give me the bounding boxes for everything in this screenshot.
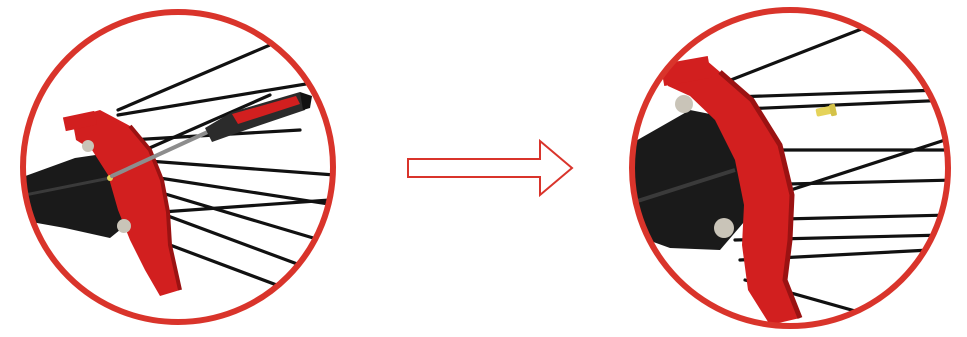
step-before bbox=[20, 12, 335, 322]
bolt-bottom bbox=[714, 218, 734, 238]
right-arrow-icon bbox=[408, 141, 572, 195]
bolt-top bbox=[675, 95, 693, 113]
step-after bbox=[620, 10, 955, 326]
bolt-bottom bbox=[117, 219, 131, 233]
bolt-top bbox=[82, 140, 94, 152]
